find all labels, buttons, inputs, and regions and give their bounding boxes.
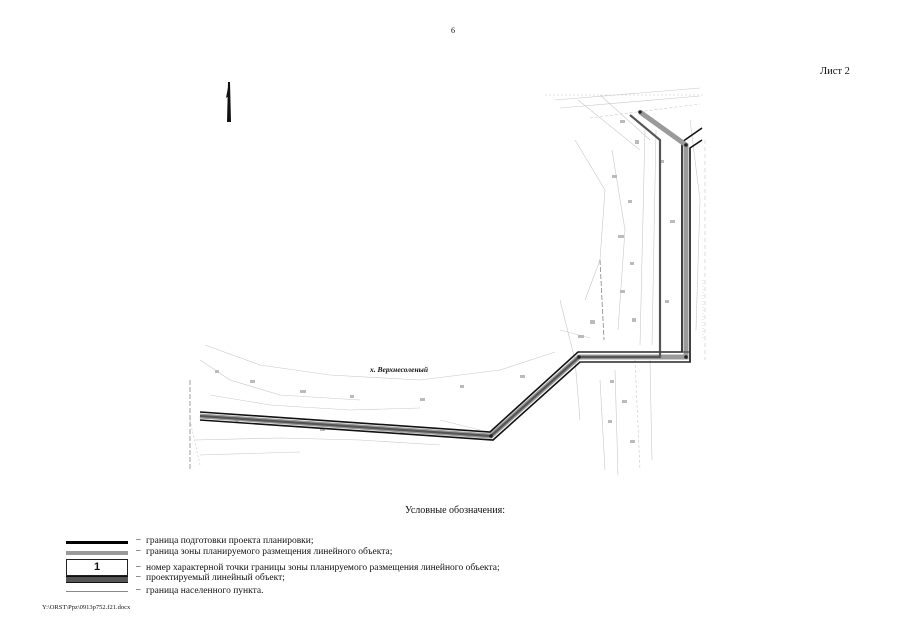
legend-symbol-settlement-border — [66, 586, 128, 598]
legend-dash: – — [136, 545, 141, 555]
planning-border — [199, 127, 703, 441]
legend-dash: – — [136, 571, 141, 581]
linear-object-zone — [199, 109, 690, 439]
legend-dash: – — [136, 584, 141, 594]
legend-label: граница зоны планируемого размещения лин… — [146, 547, 393, 557]
point-number-box: 1 — [66, 559, 128, 576]
legend-dash: – — [136, 561, 141, 571]
legend-label: номер характерной точки границы зоны пла… — [146, 563, 500, 573]
legend-item-settlement-border: – граница населенного пункта. — [66, 584, 586, 598]
legend-title: Условные обозначения: — [404, 505, 505, 516]
legend-label: граница подготовки проекта планировки; — [146, 536, 314, 546]
legend-item-point-number: 1 – номер характерной точки границы зоны… — [66, 559, 586, 576]
legend-label: граница населенного пункта. — [146, 586, 264, 596]
legend-dash: – — [136, 534, 141, 544]
settlement-label: х. Верхнесоленый — [370, 365, 428, 374]
north-arrow-icon — [226, 82, 231, 122]
point-markers — [489, 110, 688, 438]
legend-item-linear-object: – проектируемый линейный объект; — [66, 571, 586, 585]
sheet-label: Лист 2 — [820, 66, 850, 77]
legend-label: проектируемый линейный объект; — [146, 573, 285, 583]
settlement-border — [189, 259, 605, 470]
legend-item-zone-border: – граница зоны планируемого размещения л… — [66, 545, 586, 559]
legend-symbol-planning-border — [66, 536, 128, 548]
page-number: 6 — [451, 26, 455, 35]
legend-symbol-linear-object — [66, 573, 128, 585]
legend-symbol-zone-border — [66, 547, 128, 559]
legend-item-planning-border: – граница подготовки проекта планировки; — [66, 534, 586, 548]
file-path: Y:\ORST\Ppz\0913p752.f21.docx — [42, 604, 131, 611]
legend-symbol-point-number: 1 — [66, 559, 128, 576]
map-building-dots — [215, 120, 675, 443]
